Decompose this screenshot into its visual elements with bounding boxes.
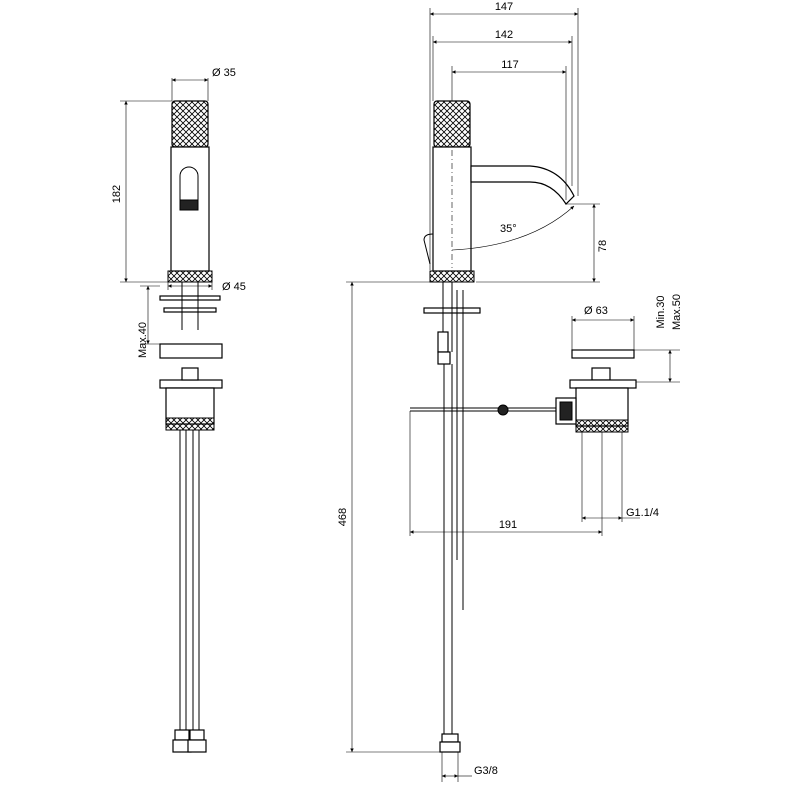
dim-side-spout-height: 78 [597,240,609,252]
side-popup-lever [423,233,434,265]
side-spout [470,165,575,205]
dim-waste-diameter: Ø 63 [584,305,608,317]
dim-side-spout-reach: 117 [501,59,519,71]
side-hose-fitting [441,733,459,743]
side-hose-nut [439,741,461,753]
side-stud-nut [437,351,451,365]
waste-nut [591,367,611,381]
dim-waste-max: Max.50 [671,294,683,330]
dim-side-angle: 35° [500,223,517,235]
front-hose-fitting-left [174,729,190,741]
waste-flange [571,349,635,359]
dim-front-base-diameter: Ø 45 [222,281,246,293]
front-handle-knurl [171,100,209,148]
dim-front-body-height: 182 [111,185,123,203]
waste-rod-nut [559,401,573,421]
front-waste-nut [181,367,199,381]
front-hose-nut-right [187,739,207,753]
front-washer [159,295,221,301]
side-rod-clamp [497,404,509,416]
dim-side-total-height: 468 [337,508,349,526]
dim-front-spout-diameter: Ø 35 [212,67,236,79]
dim-waste-thread: G1.1/4 [626,507,659,519]
dim-waste-min: Min.30 [655,295,667,328]
dim-side-width-outer: 142 [495,29,513,41]
side-base-ring [429,270,475,283]
dim-front-max-thickness: Max.40 [137,322,149,358]
front-deck [159,343,223,359]
dim-hose-thread: G3/8 [474,765,498,777]
front-base-ring [167,270,213,283]
waste-thread [575,419,629,433]
side-view: 147 142 117 35° 78 468 Ø 63 Min.30 [337,1,683,782]
front-aerator [179,199,199,211]
dim-waste-rod-length: 191 [499,519,517,531]
dim-side-width-total: 147 [495,1,513,13]
front-waste-flange [159,379,223,389]
front-nut [163,307,217,313]
front-view: Ø 35 182 Ø 45 Max.40 [111,67,246,753]
waste-collar [569,379,637,389]
front-waste-thread [165,417,215,431]
side-handle-knurl [433,100,471,148]
side-stud-fitting [437,331,449,353]
front-hose-fitting-right [189,729,205,741]
